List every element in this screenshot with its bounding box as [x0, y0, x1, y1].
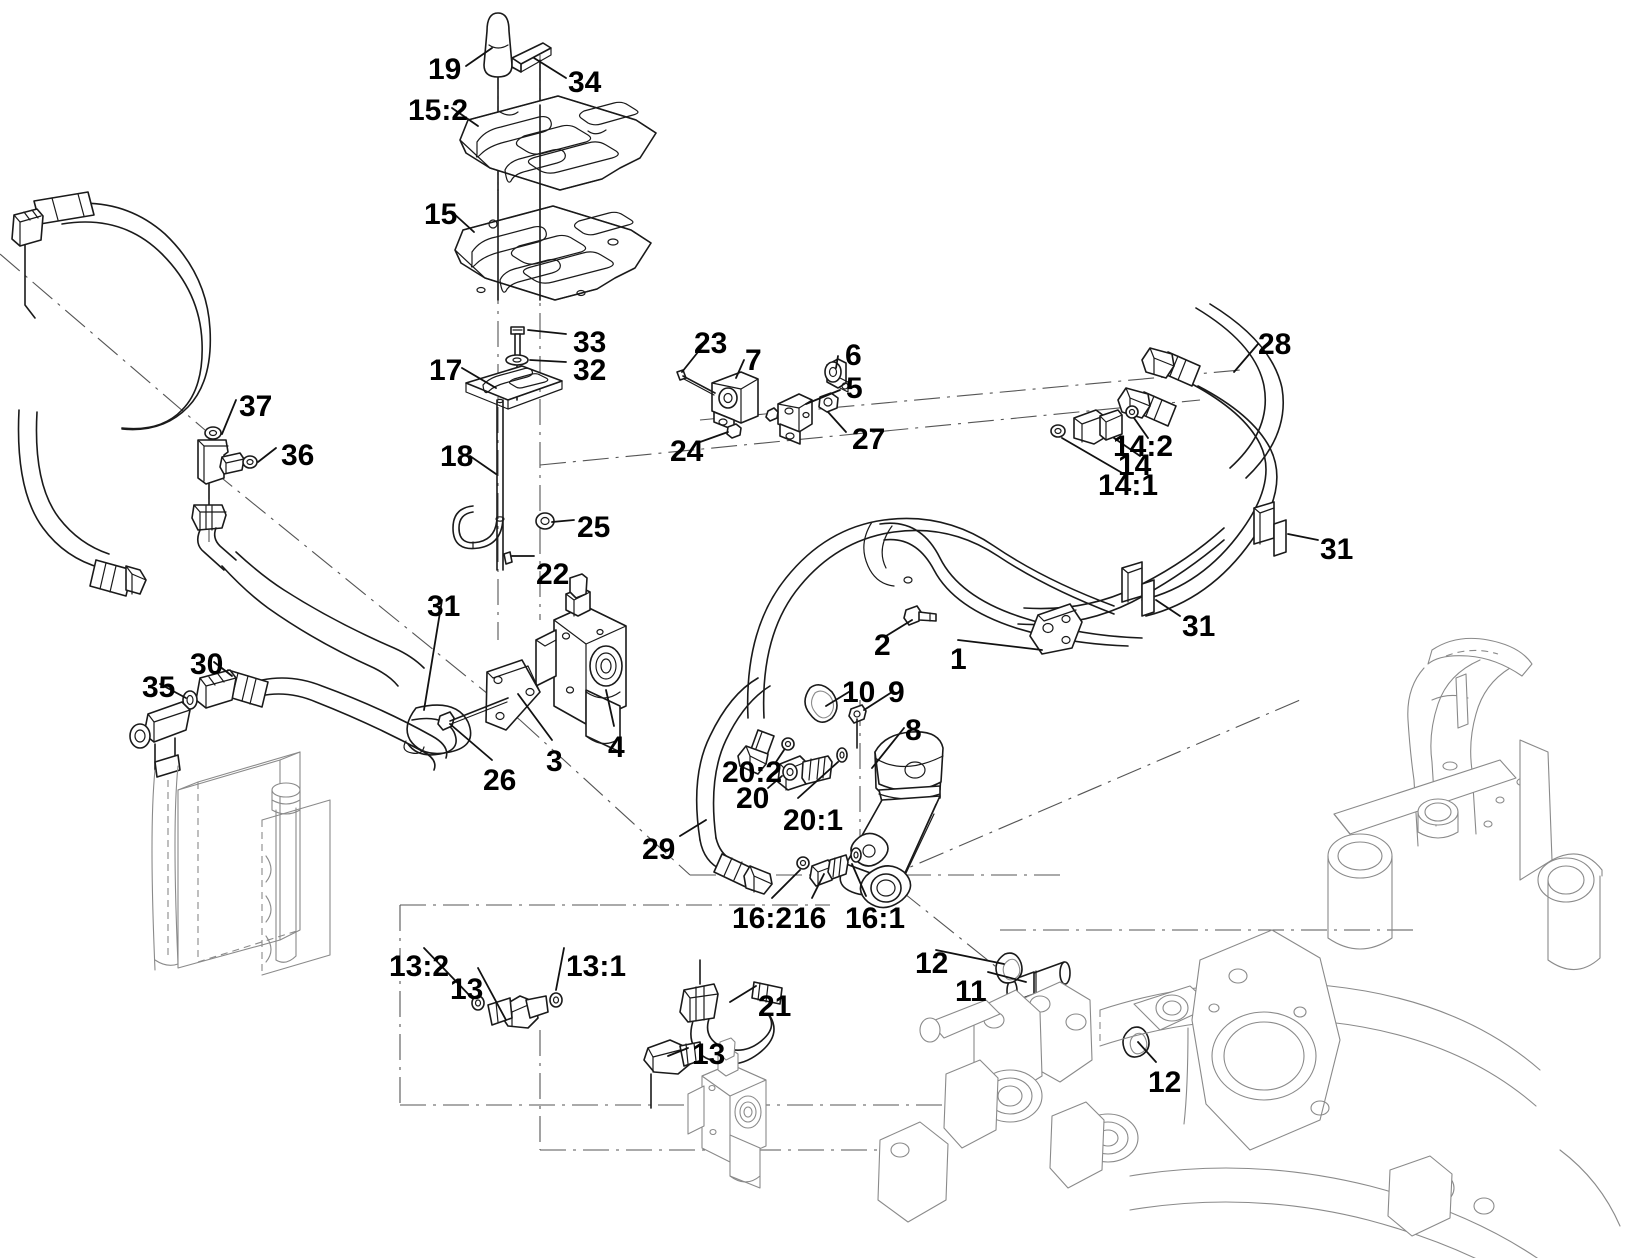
callout-retaining-ring: 10 [842, 676, 876, 709]
callout-bolt: 33 [573, 326, 607, 359]
callout-upper-gate-plate: 15:2 [408, 94, 469, 127]
callout-grease-fitting: 9 [888, 676, 905, 709]
lower-valve-assembly [643, 1037, 767, 1189]
fitting-16 [796, 847, 862, 887]
callout-elbow-fitting: 13 [692, 1038, 726, 1071]
callout-o-ring: 35 [142, 671, 176, 704]
callout-bolt: 26 [483, 764, 517, 797]
callout-control-rod: 18 [440, 440, 474, 473]
control-valve-4 [535, 573, 627, 753]
callout-bushing-block: 7 [745, 344, 762, 377]
callout-o-ring: 16:2 [732, 902, 793, 935]
callout-control-valve: 4 [608, 731, 625, 764]
callout-hydraulic-hose: 21 [758, 990, 792, 1023]
callout-nut: 27 [852, 423, 886, 456]
callout-o-ring: 14:1 [1098, 469, 1159, 502]
callout-shift-knob: 19 [428, 53, 462, 86]
bolt-26 [437, 697, 509, 731]
tee-fitting-36-37 [191, 426, 258, 571]
callout-washer: 25 [577, 511, 611, 544]
pivot-bushing-7 [676, 369, 759, 439]
callout-snap-ring: 12 [1148, 1066, 1182, 1099]
callout-o-ring: 20:1 [783, 804, 844, 837]
upper-left-hose [11, 191, 212, 597]
oil-cooler-phantom [151, 751, 331, 976]
callout-washer: 32 [573, 354, 607, 387]
callout-lower-gate-plate: 15 [424, 198, 458, 231]
callout-hydraulic-hose: 28 [1258, 328, 1292, 361]
nut-27 [818, 392, 839, 413]
callout-hydraulic-cylinder: 8 [905, 714, 922, 747]
elbow-20 [777, 737, 848, 791]
hydraulic-cylinder-8 [804, 684, 944, 909]
callout-pivot-pin: 23 [694, 327, 728, 360]
hose-29 [695, 677, 775, 895]
callout-o-ring: 14:2 [1113, 430, 1174, 463]
lever-plate-17 [465, 365, 563, 410]
callout-o-ring: 37 [239, 390, 273, 423]
callout-hydraulic-hose: 29 [642, 833, 676, 866]
hose-bracket-1 [1029, 603, 1083, 655]
callout-hydraulic-hose: 30 [190, 648, 224, 681]
hose-30 [129, 551, 472, 778]
callout-hose-clamp: 31 [427, 590, 461, 623]
callout-clevis-pin: 11 [955, 975, 987, 1008]
callout-hose-clamp: 31 [1182, 610, 1216, 643]
callout-o-ring: 20:2 [722, 756, 783, 789]
hose-clamps-right [1121, 501, 1287, 617]
callout-o-ring: 36 [281, 439, 315, 472]
callout-nut: 24 [670, 435, 704, 468]
callout-o-ring: 13:2 [389, 950, 450, 983]
callout-quick-coupler: 14 [1118, 449, 1152, 482]
bolt-2 [903, 605, 937, 626]
main-hose-routing [746, 303, 1284, 719]
valve-bracket-3 [485, 659, 541, 731]
callout-bracket: 5 [846, 372, 863, 405]
snap-ring-12-a [995, 952, 1023, 984]
callout-elbow-fitting: 13 [450, 973, 484, 1006]
callout-elbow-fitting: 20 [736, 782, 770, 815]
callout-o-ring: 13:1 [566, 950, 627, 983]
callout-bolt: 2 [874, 629, 891, 662]
bracket-5 [765, 393, 813, 445]
machine-frame-phantom [877, 637, 1621, 1258]
callout-snap-ring: 12 [915, 947, 949, 980]
quick-coupler-14 [1050, 405, 1139, 445]
snap-ring-12-b [1122, 1026, 1150, 1058]
callout-hose-clamp: 31 [1320, 533, 1354, 566]
callout-straight-fitting: 16 [793, 902, 827, 935]
callout-ball-joint: 6 [845, 339, 862, 372]
control-rod-18 [452, 398, 555, 571]
elbow-13-lower-left [471, 992, 563, 1029]
leader-lines [159, 47, 1319, 1063]
callout-lever-boot-cover: 34 [568, 66, 602, 99]
callout-mount-bracket: 3 [546, 745, 563, 778]
callout-hose-bracket: 1 [950, 643, 967, 676]
lower-gate-plate [454, 104, 652, 301]
callout-lever-plate: 17 [429, 354, 463, 387]
upper-gate-plate [459, 95, 657, 191]
callout-o-ring: 16:1 [845, 902, 906, 935]
callout-cotter-pin: 22 [536, 558, 570, 591]
bolt-and-washer-33-32 [505, 326, 529, 401]
